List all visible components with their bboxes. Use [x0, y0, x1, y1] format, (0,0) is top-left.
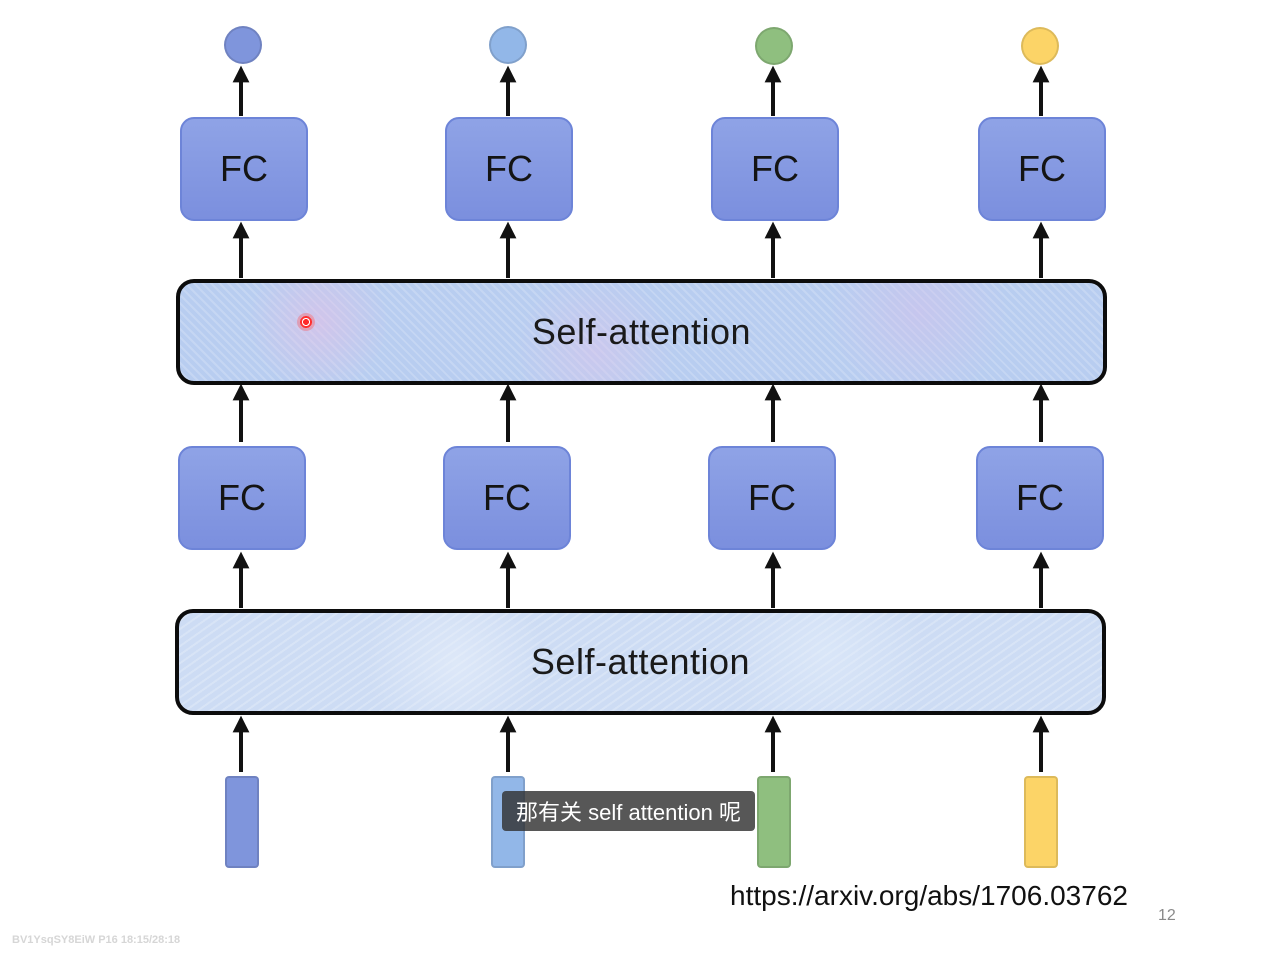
- input-vector-4: [1024, 776, 1058, 868]
- self-attention-bottom-label: Self-attention: [530, 641, 751, 682]
- self-attention-block-top: Self-attention: [176, 279, 1107, 385]
- fc-block-top-3: FC: [711, 117, 839, 221]
- fc-block-bottom-2: FC: [443, 446, 571, 550]
- self-attention-top-label: Self-attention: [531, 311, 752, 352]
- self-attention-block-bottom: Self-attention: [175, 609, 1106, 715]
- video-subtitle-text: 那有关 self attention 呢: [516, 800, 741, 825]
- laser-pointer: [297, 313, 315, 331]
- output-node-2: [489, 26, 527, 64]
- input-vector-3: [757, 776, 791, 868]
- reference-url: https://arxiv.org/abs/1706.03762: [730, 880, 1128, 911]
- fc-block-bottom-4: FC: [976, 446, 1104, 550]
- fc-block-bottom-3: FC: [708, 446, 836, 550]
- output-node-4: [1021, 27, 1059, 65]
- fc-block-top-2: FC: [445, 117, 573, 221]
- video-subtitle: 那有关 self attention 呢: [502, 791, 755, 831]
- fc-block-bottom-1: FC: [178, 446, 306, 550]
- output-node-3: [755, 27, 793, 65]
- output-node-1: [224, 26, 262, 64]
- video-watermark: BV1YsqSY8EiW P16 18:15/28:18: [12, 934, 181, 946]
- fc-block-top-1: FC: [180, 117, 308, 221]
- input-vector-1: [225, 776, 259, 868]
- page-number: 12: [1158, 907, 1176, 924]
- fc-block-top-4: FC: [978, 117, 1106, 221]
